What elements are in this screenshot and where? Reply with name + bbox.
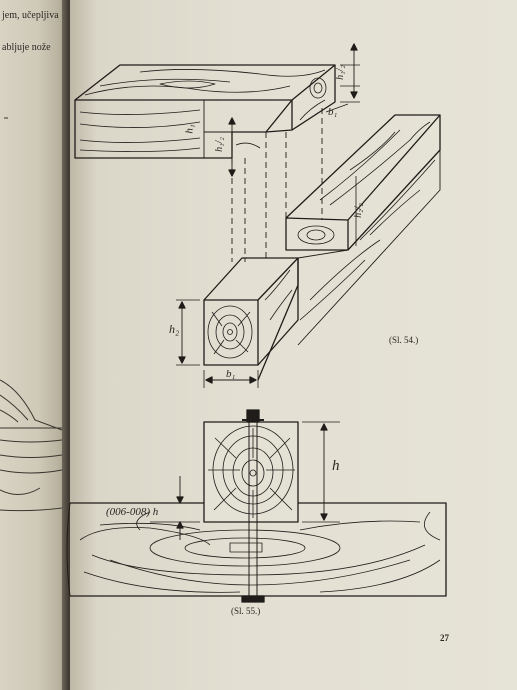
left-page-line-2: abljuje nože <box>2 42 51 53</box>
dim-label-h1-half-mid: h₁/₂ <box>213 137 225 152</box>
dim-label-h1: h₁ <box>183 124 196 134</box>
projection-lines <box>231 108 323 285</box>
page-number: 27 <box>440 633 449 643</box>
dim-label-h1-half-top: h₁/₂ <box>334 65 346 80</box>
left-page: jem, učepljiva abljuje nože <box>0 0 70 690</box>
right-page <box>70 0 517 690</box>
figure-caption-54: (Sl. 54.) <box>389 335 419 345</box>
vertical-post <box>176 257 299 388</box>
dim-label-b1-bottom: b₁ <box>226 368 236 380</box>
dim-label-b1-top: b₁ <box>328 106 338 118</box>
left-page-sketch <box>0 117 63 512</box>
figure-caption-55: (Sl. 55.) <box>231 606 261 616</box>
dim-label-h2-half: h₂/₂ <box>352 203 364 218</box>
dim-label-h: h <box>332 458 340 474</box>
top-beam <box>74 43 360 159</box>
dim-label-h2: h₂ <box>169 322 180 336</box>
dim-label-depth: (006-008) h <box>106 506 159 518</box>
joint-section <box>66 409 447 603</box>
left-page-line-1: jem, učepljiva <box>2 10 59 21</box>
